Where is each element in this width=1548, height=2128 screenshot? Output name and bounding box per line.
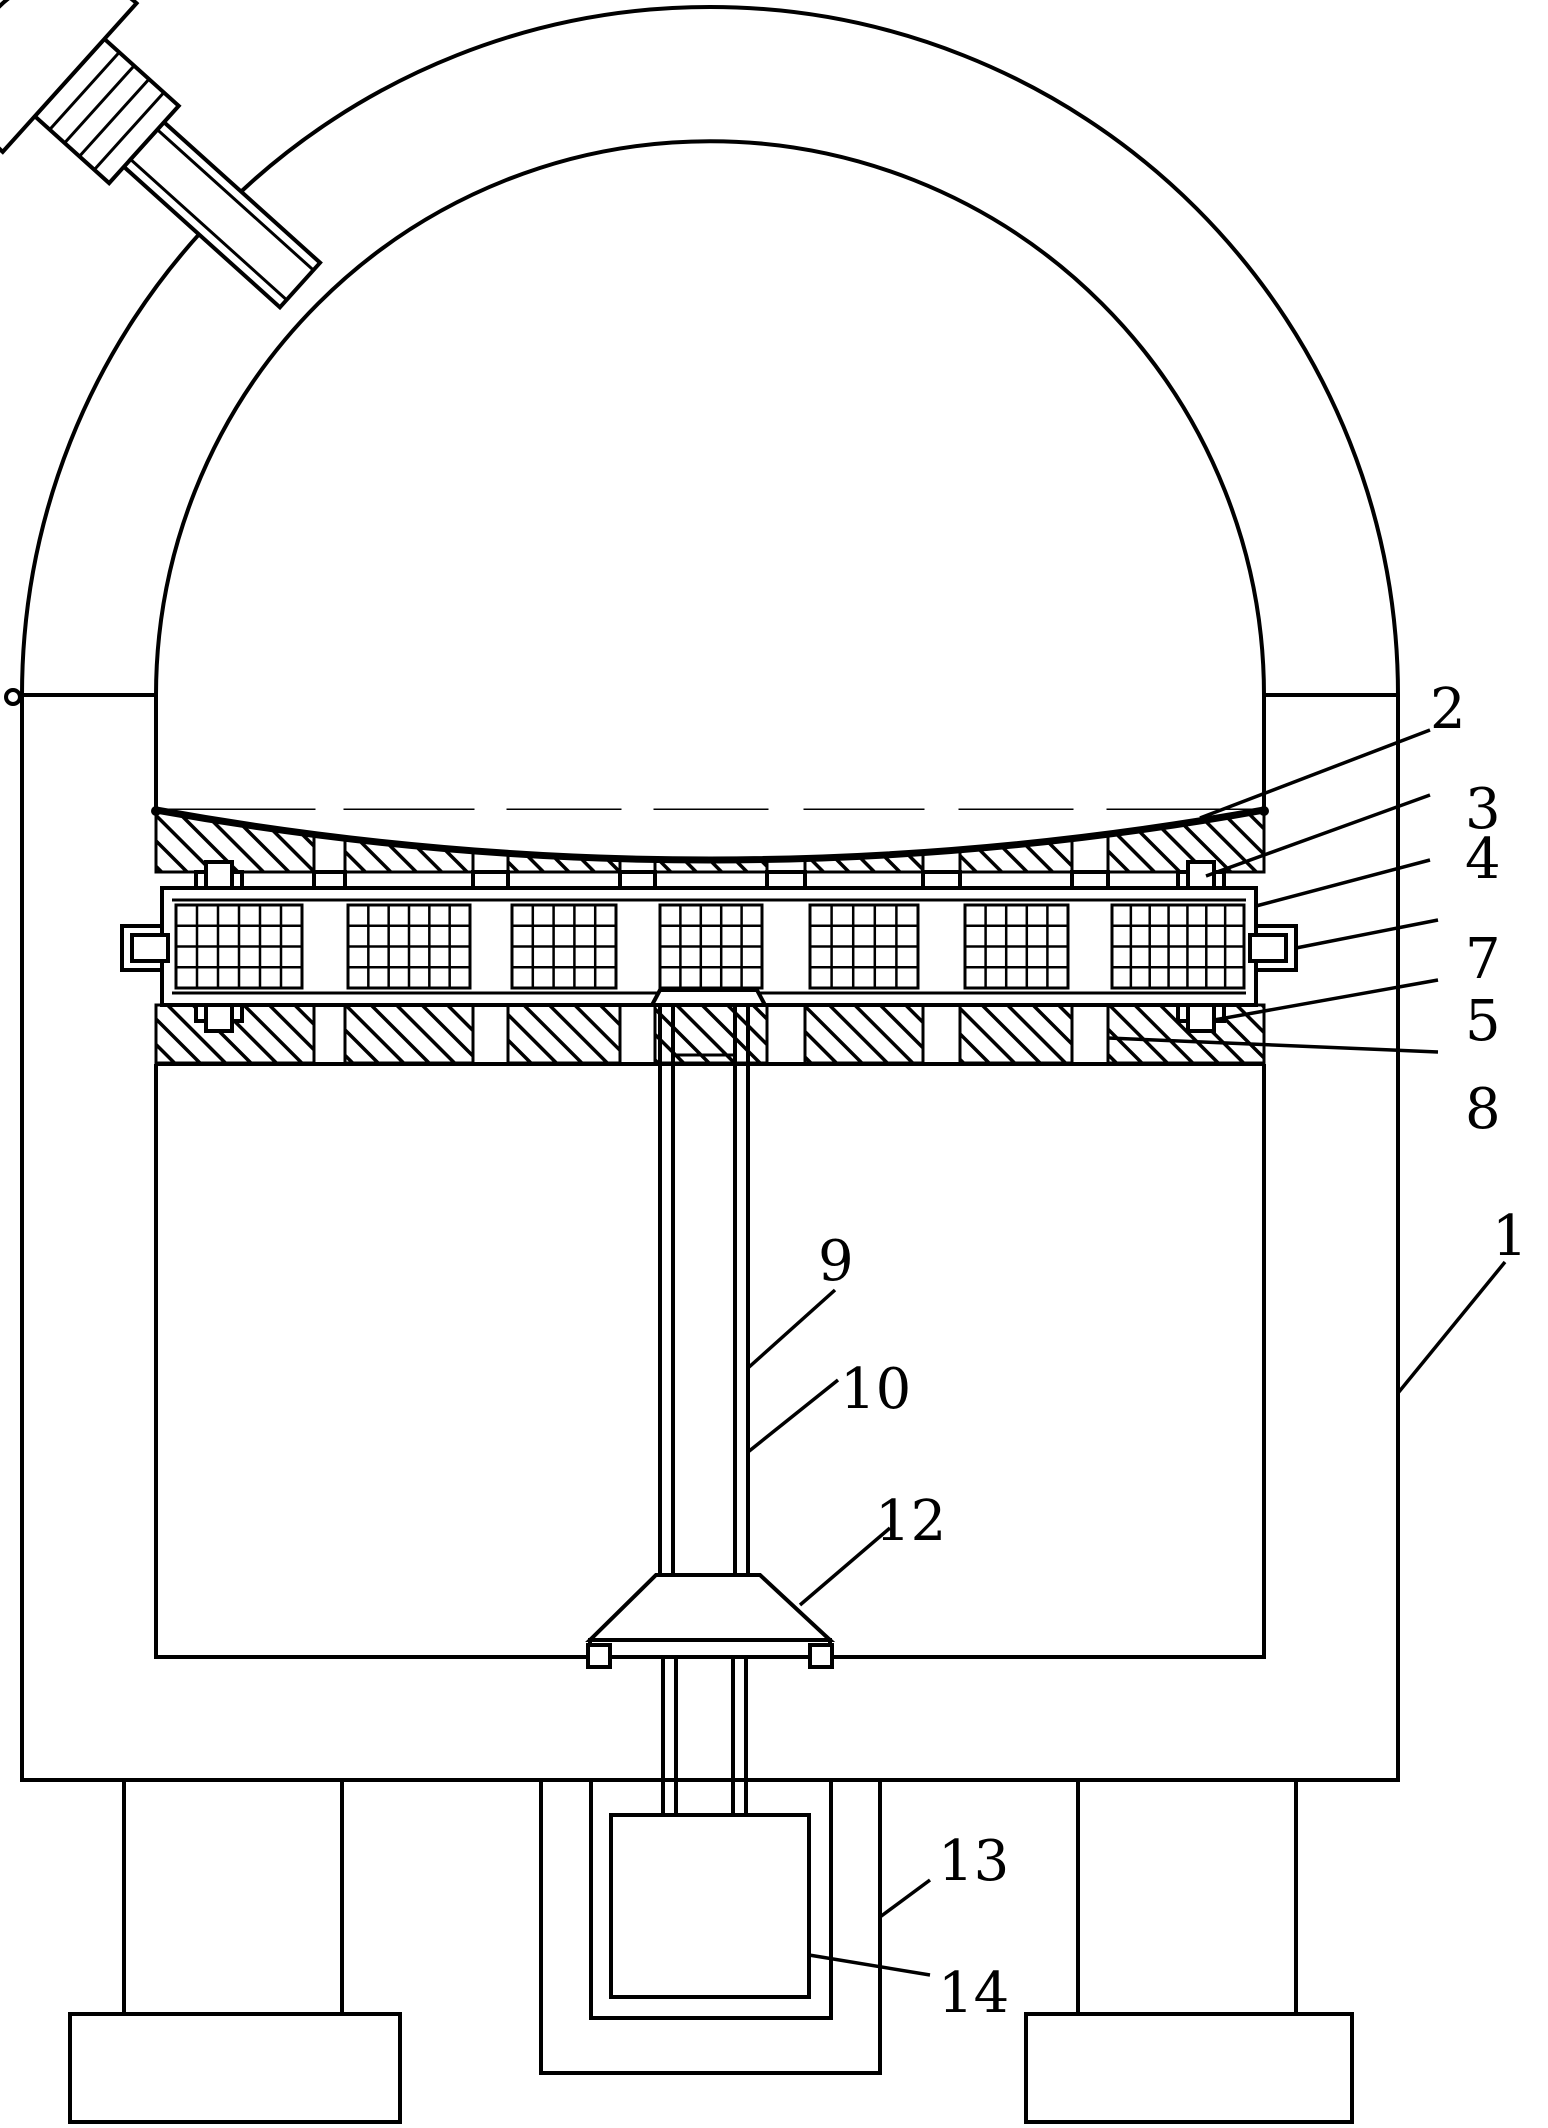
leg-left <box>124 1780 342 2014</box>
leg-right <box>1078 1780 1296 2014</box>
label-5: 5 <box>1465 989 1501 1054</box>
inlet-pipe <box>0 0 367 359</box>
label-9: 9 <box>818 1229 854 1294</box>
label-4: 4 <box>1465 827 1501 892</box>
label-10: 10 <box>840 1357 911 1422</box>
label-1: 1 <box>1492 1204 1528 1269</box>
motor <box>611 1815 809 1997</box>
inner-dome <box>156 141 1264 695</box>
label-14: 14 <box>938 1961 1009 2026</box>
shaft <box>652 990 765 1822</box>
hatch-block <box>508 1005 620 1063</box>
cone <box>590 1575 830 1640</box>
shaft-head <box>652 990 765 1005</box>
foot-right <box>1026 2014 1352 2122</box>
hatch-block <box>805 1005 923 1063</box>
foot-left <box>70 2014 400 2122</box>
label-8: 8 <box>1465 1077 1501 1142</box>
outer-dome <box>22 7 1398 695</box>
hatch-block <box>960 1005 1072 1063</box>
motor-assembly <box>541 1780 880 2073</box>
label-7: 7 <box>1465 927 1501 992</box>
lower-chamber <box>156 1064 1264 1657</box>
hinge-icon <box>6 690 20 704</box>
label-2: 2 <box>1430 677 1466 742</box>
conical-mount <box>588 1575 832 1667</box>
hatch-block <box>345 1005 473 1063</box>
label-12: 12 <box>875 1489 946 1554</box>
label-13: 13 <box>938 1829 1009 1894</box>
